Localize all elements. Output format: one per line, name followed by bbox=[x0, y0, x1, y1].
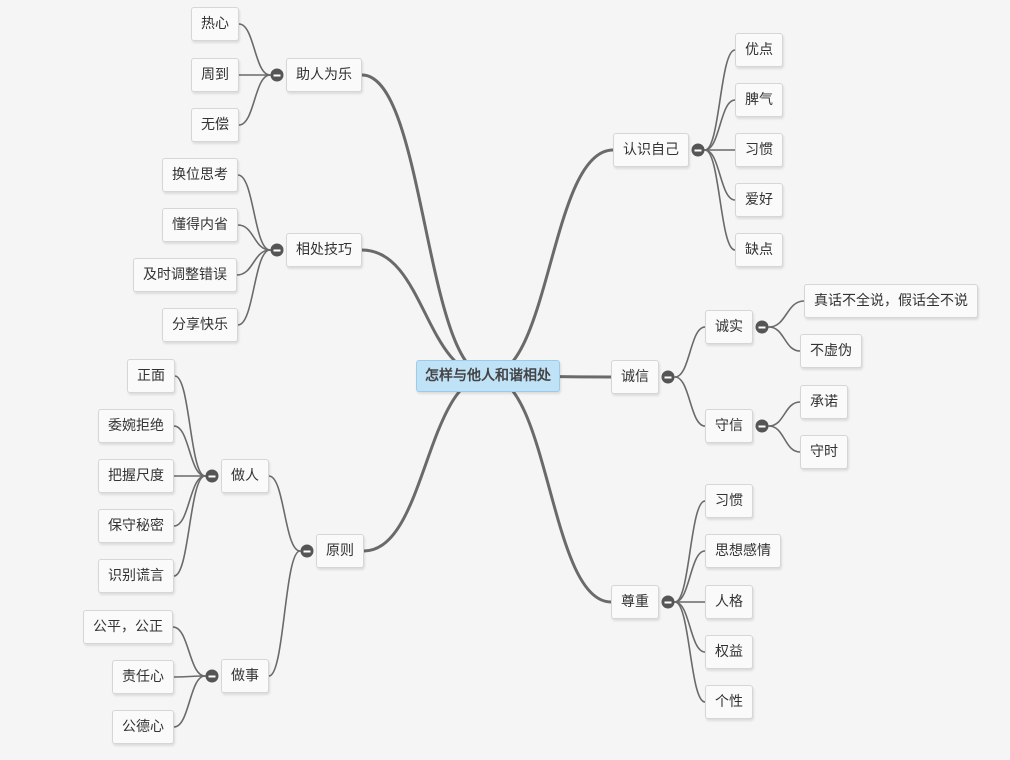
subbranch-node-left-1-children-0[interactable]: 换位思考 bbox=[162, 158, 238, 192]
connector-line bbox=[174, 375, 206, 477]
subbranch-node-right-2-children-3[interactable]: 权益 bbox=[705, 635, 753, 669]
connector-line bbox=[362, 374, 490, 553]
collapse-toggle-icon[interactable] bbox=[661, 370, 675, 384]
subbranch-node-left-0-children-2[interactable]: 无偿 bbox=[191, 108, 239, 142]
connector-line bbox=[674, 376, 706, 427]
connector-line bbox=[173, 425, 206, 477]
connector-line bbox=[173, 675, 206, 678]
connector-line bbox=[237, 249, 271, 326]
collapse-toggle-icon[interactable] bbox=[205, 469, 219, 483]
branch-node-right-2[interactable]: 尊重 bbox=[611, 585, 659, 619]
connector-line bbox=[674, 601, 706, 653]
leaf-node-left-2-children-0-children-2[interactable]: 把握尺度 bbox=[98, 459, 174, 493]
branch-node-right-0[interactable]: 认识自己 bbox=[613, 133, 689, 167]
subbranch-node-left-0-children-0[interactable]: 热心 bbox=[191, 7, 239, 41]
collapse-toggle-icon[interactable] bbox=[755, 320, 769, 334]
connector-line bbox=[238, 23, 271, 76]
connector-line bbox=[674, 550, 706, 603]
subbranch-node-left-1-children-2[interactable]: 及时调整错误 bbox=[133, 258, 237, 292]
connector-line bbox=[674, 326, 706, 378]
subbranch-node-left-2-children-1[interactable]: 做事 bbox=[221, 659, 269, 693]
subbranch-node-right-2-children-4[interactable]: 个性 bbox=[705, 685, 753, 719]
connector-line bbox=[173, 475, 206, 577]
leaf-node-left-2-children-1-children-1[interactable]: 责任心 bbox=[112, 660, 174, 694]
leaf-node-right-1-children-0-children-1[interactable]: 不虚伪 bbox=[800, 334, 862, 368]
subbranch-node-right-0-children-3[interactable]: 爱好 bbox=[735, 183, 783, 217]
connector-line bbox=[238, 74, 271, 126]
subbranch-node-right-2-children-1[interactable]: 思想感情 bbox=[705, 534, 781, 568]
subbranch-node-right-1-children-1[interactable]: 守信 bbox=[705, 409, 753, 443]
connector-line bbox=[674, 601, 706, 703]
subbranch-node-right-0-children-2[interactable]: 习惯 bbox=[735, 133, 783, 167]
subbranch-node-left-2-children-0[interactable]: 做人 bbox=[221, 459, 269, 493]
subbranch-node-right-0-children-4[interactable]: 缺点 bbox=[735, 233, 783, 267]
connector-line bbox=[674, 500, 706, 603]
subbranch-node-left-1-children-3[interactable]: 分享快乐 bbox=[162, 308, 238, 342]
connector-line bbox=[704, 99, 736, 151]
connector-line bbox=[360, 248, 490, 378]
branch-node-right-1[interactable]: 诚信 bbox=[611, 360, 659, 394]
subbranch-node-left-0-children-1[interactable]: 周到 bbox=[191, 58, 239, 92]
collapse-toggle-icon[interactable] bbox=[691, 143, 705, 157]
subbranch-node-left-1-children-1[interactable]: 懂得内省 bbox=[162, 208, 238, 242]
connector-line bbox=[237, 174, 271, 251]
collapse-toggle-icon[interactable] bbox=[205, 669, 219, 683]
subbranch-node-right-0-children-0[interactable]: 优点 bbox=[735, 33, 783, 67]
connector-line bbox=[268, 475, 301, 552]
leaf-node-left-2-children-0-children-1[interactable]: 委婉拒绝 bbox=[98, 409, 174, 443]
connector-line bbox=[768, 401, 801, 427]
leaf-node-right-1-children-0-children-0[interactable]: 真话不全说，假话全不说 bbox=[804, 284, 978, 318]
subbranch-node-right-2-children-0[interactable]: 习惯 bbox=[705, 484, 753, 518]
root-node[interactable]: 怎样与他人和谐相处 bbox=[416, 360, 560, 392]
leaf-node-right-1-children-1-children-0[interactable]: 承诺 bbox=[800, 385, 848, 419]
connector-line bbox=[486, 148, 615, 378]
collapse-toggle-icon[interactable] bbox=[755, 419, 769, 433]
branch-node-left-2[interactable]: 原则 bbox=[316, 534, 364, 568]
connector-line bbox=[360, 73, 490, 378]
connector-line bbox=[172, 626, 206, 677]
connector-line bbox=[704, 49, 736, 151]
collapse-toggle-icon[interactable] bbox=[270, 68, 284, 82]
leaf-node-right-1-children-1-children-1[interactable]: 守时 bbox=[800, 435, 848, 469]
connector-line bbox=[237, 224, 271, 251]
subbranch-node-right-0-children-1[interactable]: 脾气 bbox=[735, 83, 783, 117]
subbranch-node-right-1-children-0[interactable]: 诚实 bbox=[705, 310, 753, 344]
collapse-toggle-icon[interactable] bbox=[661, 595, 675, 609]
connector-line bbox=[268, 550, 301, 677]
connector-line bbox=[173, 475, 206, 527]
leaf-node-left-2-children-1-children-0[interactable]: 公平，公正 bbox=[83, 610, 173, 644]
connector-line bbox=[768, 300, 805, 328]
collapse-toggle-icon[interactable] bbox=[270, 243, 284, 257]
collapse-toggle-icon[interactable] bbox=[300, 544, 314, 558]
subbranch-node-right-2-children-2[interactable]: 人格 bbox=[705, 585, 753, 619]
branch-node-left-0[interactable]: 助人为乐 bbox=[286, 58, 362, 92]
connector-line bbox=[486, 374, 613, 604]
branch-node-left-1[interactable]: 相处技巧 bbox=[286, 233, 362, 267]
connector-line bbox=[173, 675, 206, 728]
connector-line bbox=[768, 326, 801, 352]
leaf-node-left-2-children-1-children-2[interactable]: 公德心 bbox=[112, 710, 174, 744]
leaf-node-left-2-children-0-children-0[interactable]: 正面 bbox=[127, 359, 175, 393]
connector-line bbox=[704, 149, 736, 201]
connector-line bbox=[768, 425, 801, 453]
leaf-node-left-2-children-0-children-4[interactable]: 识别谎言 bbox=[98, 559, 174, 593]
leaf-node-left-2-children-0-children-3[interactable]: 保守秘密 bbox=[98, 509, 174, 543]
connector-line bbox=[704, 149, 736, 251]
